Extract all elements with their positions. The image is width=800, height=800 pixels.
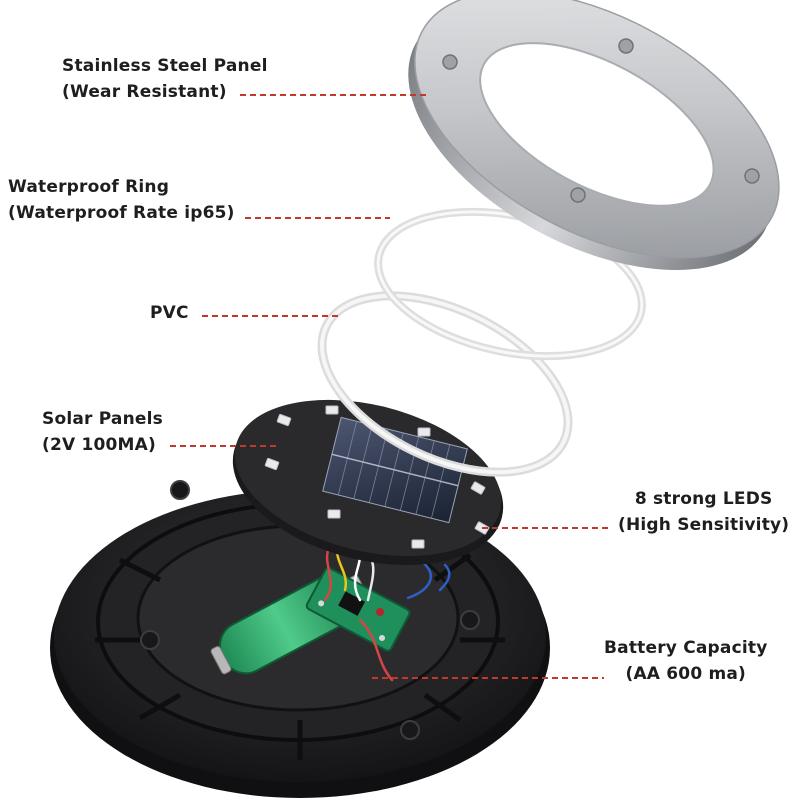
leader-lines (170, 94, 610, 679)
callout-battery-title: Battery Capacity (604, 638, 768, 658)
screw-bosses (140, 480, 480, 740)
led-ring (264, 405, 490, 549)
callout-leds-detail: (High Sensitivity) (618, 515, 790, 535)
callout-waterproof-ring-title: Waterproof Ring (8, 177, 170, 197)
callout-solar-panels-title: Solar Panels (42, 409, 163, 429)
panel-screws (442, 38, 760, 203)
callout-battery: Battery Capacity (AA 600 ma) (604, 635, 768, 687)
callout-pvc: PVC (150, 300, 189, 326)
callout-steel-panel-detail: (Wear Resistant) (62, 82, 227, 102)
callout-leds: 8 strong LEDS (High Sensitivity) (618, 486, 789, 538)
callout-solar-panels: Solar Panels (2V 100MA) (42, 406, 163, 458)
stainless-steel-panel (408, 0, 780, 270)
callout-battery-detail: (AA 600 ma) (625, 664, 747, 684)
callout-solar-panels-detail: (2V 100MA) (42, 435, 157, 455)
callout-pvc-title: PVC (150, 303, 189, 323)
callout-steel-panel: Stainless Steel Panel (Wear Resistant) (62, 53, 268, 105)
solar-panel-disc (232, 399, 504, 565)
callout-waterproof-ring-detail: (Waterproof Rate ip65) (8, 203, 235, 223)
callout-waterproof-ring: Waterproof Ring (Waterproof Rate ip65) (8, 174, 235, 226)
callout-steel-panel-title: Stainless Steel Panel (62, 56, 268, 76)
pvc-ring (317, 291, 573, 477)
circuit-board (305, 567, 411, 652)
callout-leds-title: 8 strong LEDS (634, 489, 773, 509)
base-ribs (95, 552, 505, 760)
